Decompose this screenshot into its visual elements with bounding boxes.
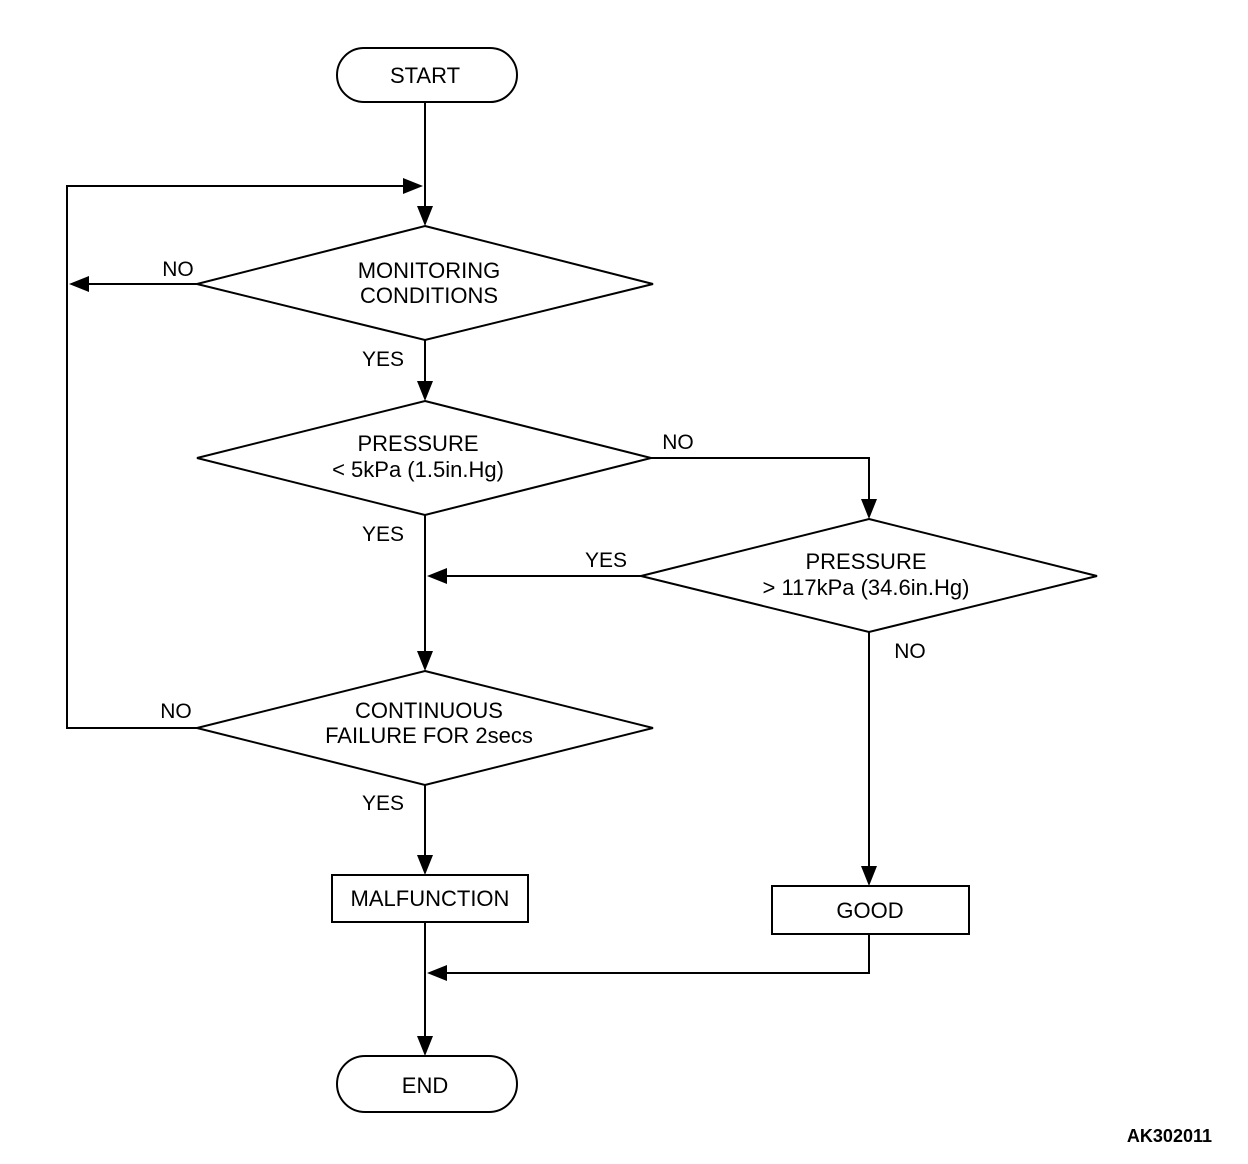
- monitoring-label-line2: CONDITIONS: [360, 283, 498, 308]
- pressure-high-yes-label: YES: [585, 549, 627, 572]
- good-label: GOOD: [836, 898, 903, 923]
- arrowheads: [69, 178, 877, 1056]
- good-box: GOOD: [771, 885, 970, 935]
- pressure-low-label-line2: < 5kPa (1.5in.Hg): [332, 457, 504, 482]
- continuous-no-label: NO: [160, 700, 192, 723]
- start-shape: [336, 47, 518, 103]
- monitoring-decision: MONITORING CONDITIONS: [196, 224, 654, 342]
- continuous-label-line2: FAILURE FOR 2secs: [325, 723, 533, 748]
- pressure-high-no-label: NO: [894, 640, 926, 663]
- continuous-decision: CONTINUOUS FAILURE FOR 2secs: [196, 669, 654, 787]
- arrow-into-end: [417, 1036, 433, 1056]
- pressure-low-diamond: [196, 399, 652, 517]
- figure-code: AK302011: [1127, 1126, 1212, 1146]
- pressure-low-no-line: [651, 457, 870, 500]
- pressure-high-label-line1: PRESSURE: [805, 549, 926, 574]
- arrow-into-monitoring: [417, 206, 433, 226]
- malfunction-box: MALFUNCTION: [331, 874, 529, 923]
- malfunction-shape: [331, 874, 529, 923]
- pressure-low-decision: PRESSURE < 5kPa (1.5in.Hg): [196, 399, 652, 517]
- arrow-monitoring-no: [69, 276, 89, 292]
- arrow-into-continuous: [417, 651, 433, 671]
- arrow-good-merge: [427, 965, 447, 981]
- monitoring-diamond: [196, 224, 654, 342]
- connectors: [66, 102, 870, 1038]
- pressure-low-no-label: NO: [662, 431, 694, 454]
- arrow-into-pressure-low: [417, 381, 433, 401]
- end-terminal: END: [336, 1055, 518, 1113]
- good-shape: [771, 885, 970, 935]
- arrow-into-pressure-high: [861, 499, 877, 519]
- end-shape: [336, 1055, 518, 1113]
- continuous-diamond: [196, 669, 654, 787]
- end-label: END: [402, 1073, 448, 1098]
- arrow-loop-return: [403, 178, 423, 194]
- pressure-high-label-line2: > 117kPa (34.6in.Hg): [763, 575, 970, 600]
- continuous-yes-label: YES: [362, 792, 404, 815]
- pressure-low-label-line1: PRESSURE: [357, 431, 478, 456]
- monitoring-no-label: NO: [162, 258, 194, 281]
- start-label: START: [390, 63, 460, 88]
- start-terminal: START: [336, 47, 518, 103]
- continuous-label-line1: CONTINUOUS: [355, 698, 503, 723]
- branch-labels: NO YES NO YES YES NO NO YES: [160, 258, 926, 815]
- pressure-low-yes-label: YES: [362, 523, 404, 546]
- arrow-into-good: [861, 866, 877, 886]
- loop-back-line: [66, 185, 405, 729]
- pressure-high-decision: PRESSURE > 117kPa (34.6in.Hg): [640, 517, 1098, 634]
- monitoring-label-line1: MONITORING: [358, 258, 501, 283]
- arrow-into-malfunction: [417, 855, 433, 875]
- malfunction-label: MALFUNCTION: [351, 886, 510, 911]
- arrow-pressure-high-yes: [427, 568, 447, 584]
- good-to-end-line: [445, 934, 870, 974]
- monitoring-yes-label: YES: [362, 348, 404, 371]
- pressure-high-diamond: [640, 517, 1098, 634]
